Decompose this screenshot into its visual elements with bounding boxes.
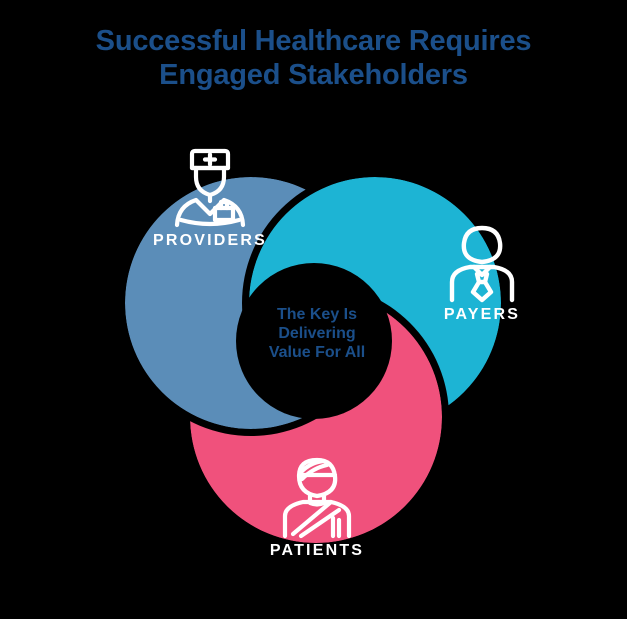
segment-shape-patients[interactable] [190,291,442,543]
